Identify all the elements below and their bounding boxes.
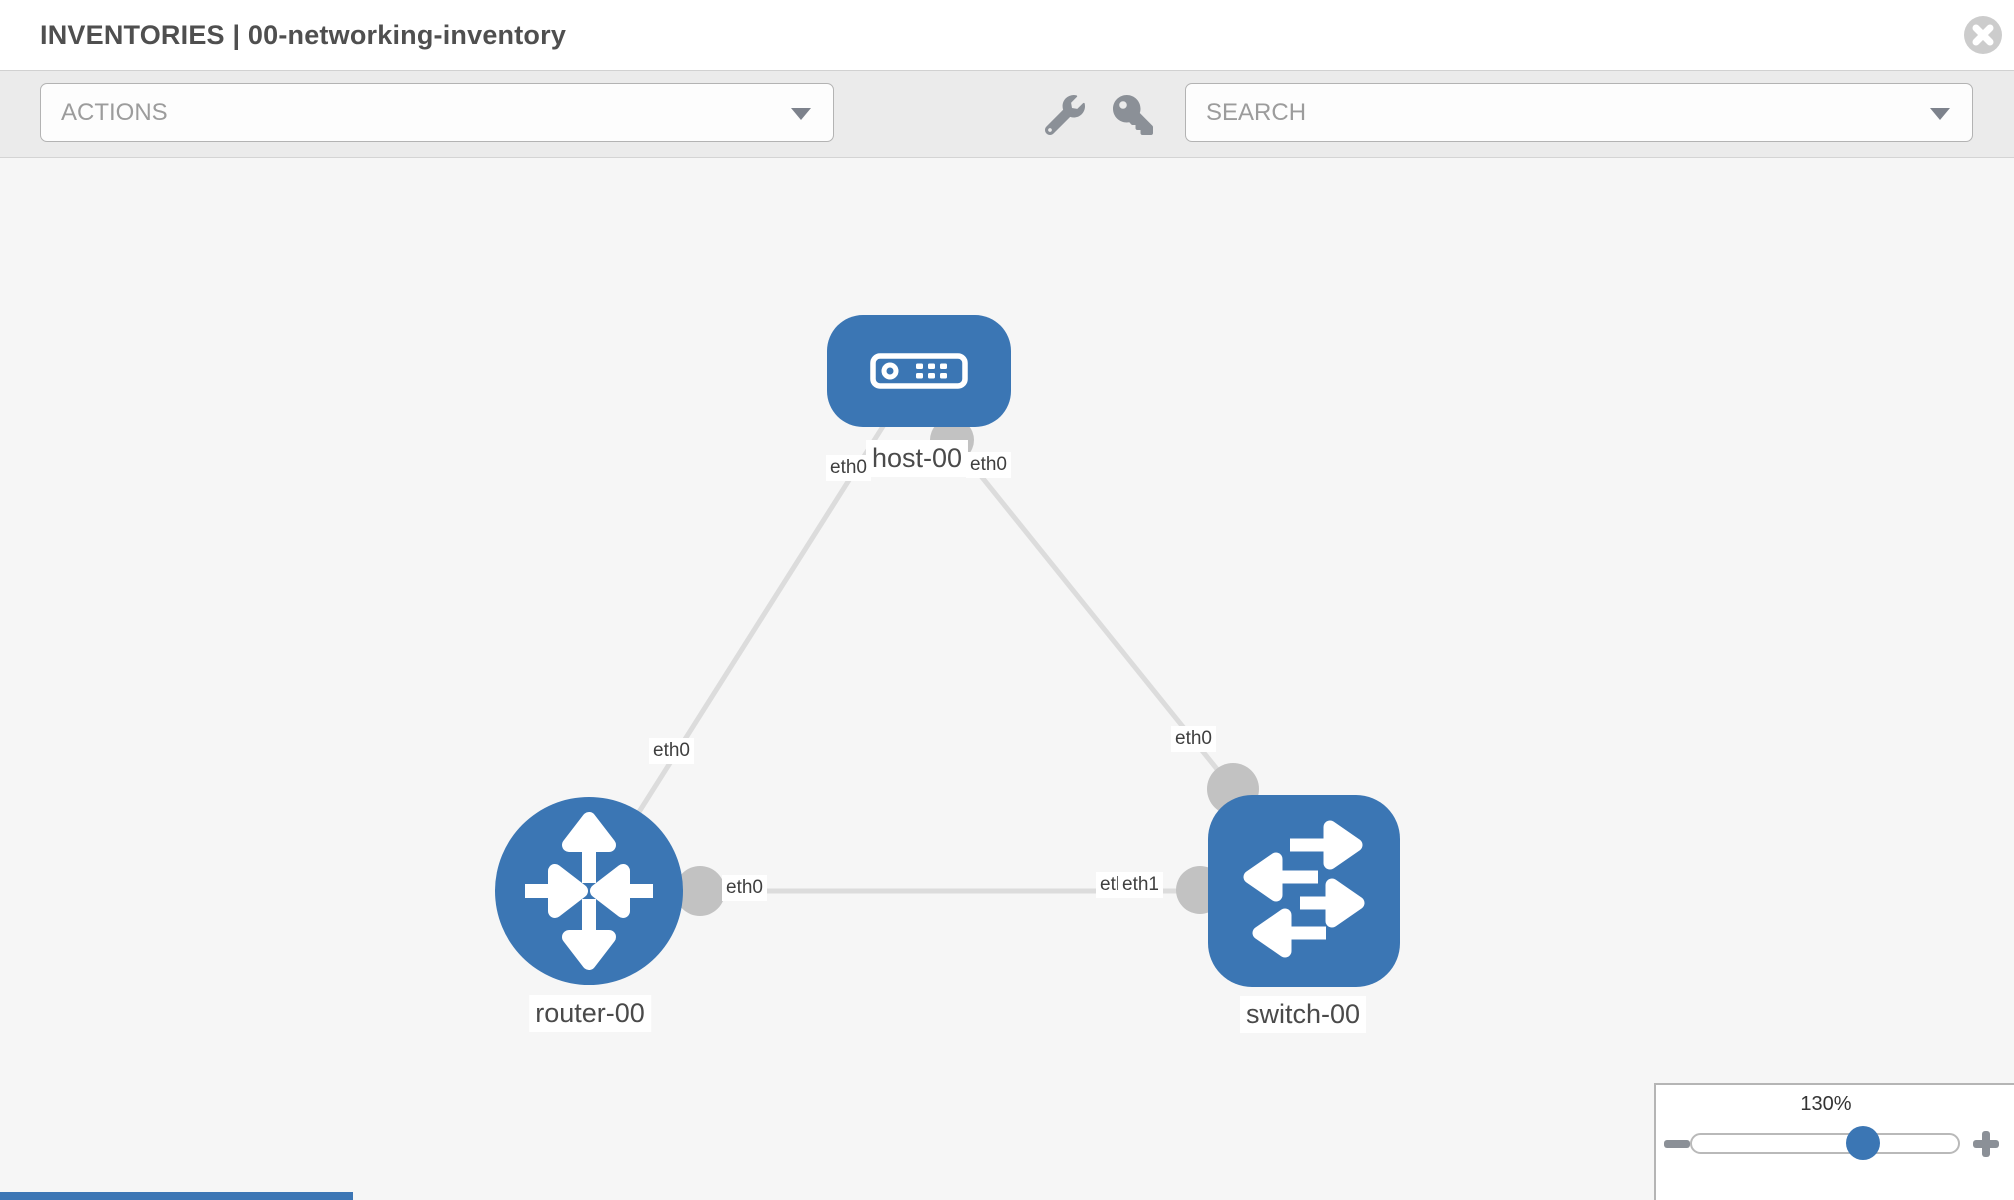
credentials-button[interactable] <box>1110 95 1156 135</box>
interface-label-host-eth0-left: eth0 <box>826 455 871 481</box>
node-switch-00[interactable] <box>1208 795 1400 987</box>
actions-dropdown[interactable]: ACTIONS <box>40 83 834 142</box>
interface-label-host-eth0-right: eth0 <box>966 452 1011 478</box>
close-button[interactable] <box>1964 16 2002 54</box>
zoom-slider-handle[interactable] <box>1846 1126 1880 1160</box>
search-dropdown-placeholder: SEARCH <box>1206 99 1307 126</box>
node-label-router: router-00 <box>529 995 651 1032</box>
zoom-level-label: 130% <box>1800 1093 1852 1115</box>
interface-label-switch-eth0-top: eth0 <box>1171 726 1216 752</box>
page-title: INVENTORIES | 00-networking-inventory <box>40 20 567 50</box>
zoom-slider-track[interactable] <box>1690 1133 1960 1154</box>
toolbar: ACTIONS SEARCH <box>0 71 2014 158</box>
host-icon <box>870 353 968 389</box>
interface-label-switch-eth1: eth1 <box>1118 872 1163 898</box>
node-router-00[interactable] <box>495 797 683 985</box>
node-label-switch: switch-00 <box>1239 996 1367 1033</box>
zoom-panel: 130% <box>1654 1083 2014 1200</box>
wrench-icon <box>1044 95 1085 136</box>
interface-label-router-eth0-right: eth0 <box>722 875 767 901</box>
search-dropdown[interactable]: SEARCH <box>1185 83 1973 142</box>
zoom-in-button[interactable] <box>1973 1131 1999 1157</box>
node-label-host: host-00 <box>865 440 969 477</box>
bottom-blue-bar <box>0 1192 353 1200</box>
router-icon <box>525 812 653 970</box>
tools-button[interactable] <box>1042 95 1088 136</box>
switch-icon <box>1243 820 1365 958</box>
node-host-00[interactable] <box>827 315 1011 427</box>
key-icon <box>1113 95 1153 135</box>
close-icon <box>1964 16 2002 54</box>
zoom-out-button[interactable] <box>1664 1140 1690 1148</box>
chevron-down-icon <box>791 108 811 120</box>
topology-canvas[interactable] <box>0 158 2014 1200</box>
actions-dropdown-placeholder: ACTIONS <box>61 99 168 126</box>
chevron-down-icon <box>1930 108 1950 120</box>
interface-connector-router-right[interactable] <box>675 866 725 916</box>
interface-label-router-eth0-top: eth0 <box>649 738 694 764</box>
header-bar: INVENTORIES | 00-networking-inventory <box>0 0 2014 71</box>
